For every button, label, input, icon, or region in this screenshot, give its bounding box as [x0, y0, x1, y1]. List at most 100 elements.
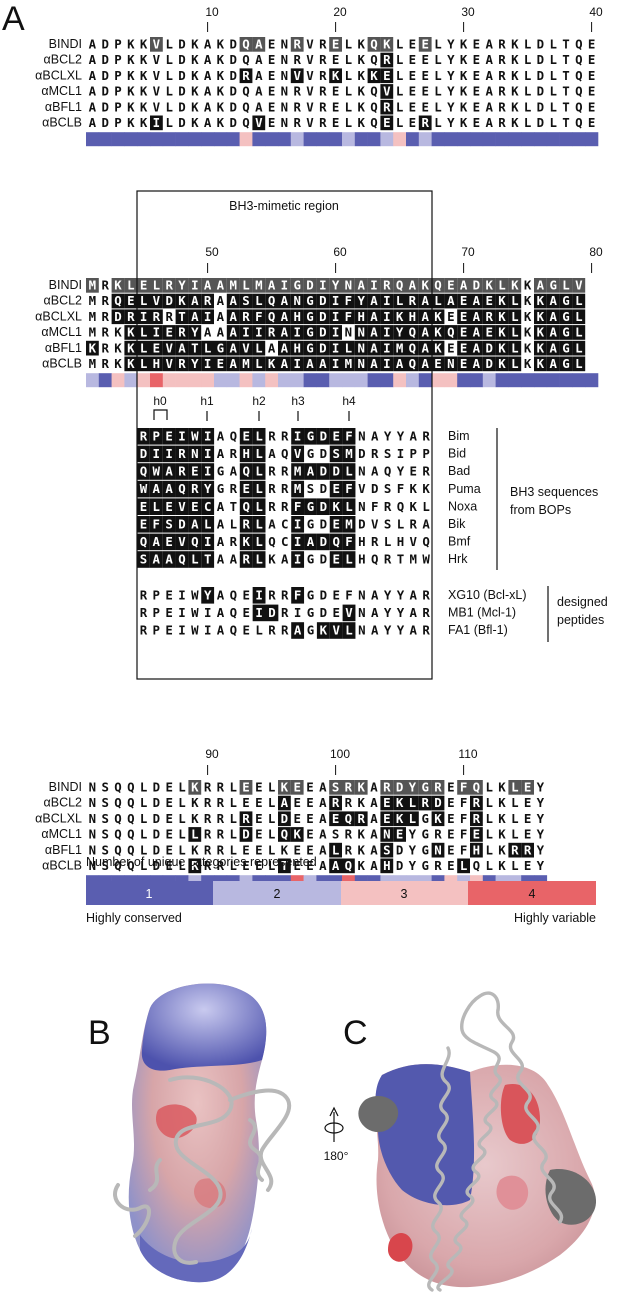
- residue-highlight: [367, 278, 381, 293]
- residue-highlight: [393, 827, 406, 842]
- conservation-cell: [278, 132, 292, 147]
- residue: N: [358, 464, 365, 479]
- residue: N: [357, 356, 364, 371]
- residue: R: [178, 446, 186, 461]
- residue: K: [421, 278, 429, 293]
- residue-highlight: [149, 428, 163, 445]
- residue: Q: [422, 534, 429, 549]
- residue: R: [101, 356, 109, 371]
- residue: L: [511, 309, 518, 324]
- residue-highlight: [137, 428, 150, 445]
- residue: E: [447, 278, 454, 293]
- residue: E: [306, 811, 313, 826]
- residue-highlight: [431, 309, 445, 325]
- residue: E: [306, 795, 313, 810]
- residue: K: [191, 115, 199, 130]
- conservation-cell: [150, 373, 164, 388]
- residue: F: [460, 795, 467, 810]
- residue: E: [460, 340, 467, 355]
- residue: R: [473, 795, 481, 810]
- residue: I: [204, 605, 211, 620]
- residue: R: [178, 464, 186, 479]
- residue: K: [357, 99, 365, 114]
- residue-highlight: [406, 795, 419, 811]
- residue: E: [473, 52, 480, 67]
- residue: A: [473, 293, 481, 308]
- residue: K: [498, 356, 506, 371]
- residue: A: [268, 446, 276, 461]
- residue-highlight: [214, 340, 227, 356]
- residue: H: [397, 534, 404, 549]
- residue-highlight: [149, 445, 163, 463]
- residue: E: [191, 499, 198, 514]
- residue-highlight: [188, 780, 202, 795]
- residue: G: [562, 293, 569, 308]
- residue-highlight: [329, 278, 342, 293]
- residue: H: [293, 309, 300, 324]
- residue-highlight: [111, 293, 125, 309]
- residue: M: [345, 356, 352, 371]
- residue: H: [409, 309, 416, 324]
- residue-highlight: [150, 278, 163, 293]
- residue: L: [524, 84, 531, 99]
- residue: L: [345, 340, 352, 355]
- residue: L: [396, 115, 403, 130]
- residue: D: [320, 428, 327, 443]
- residue: D: [101, 37, 108, 52]
- residue: Q: [370, 115, 377, 130]
- conservation-cell: [201, 373, 215, 388]
- residue: E: [524, 795, 531, 810]
- residue: T: [397, 552, 404, 567]
- residue: D: [320, 605, 327, 620]
- residue: R: [268, 481, 276, 496]
- conservation-cell: [316, 373, 330, 388]
- residue: N: [293, 293, 300, 308]
- residue: L: [575, 293, 582, 308]
- sequence-name: αBCLB: [42, 859, 82, 873]
- residue-highlight: [278, 827, 291, 842]
- residue: L: [524, 115, 531, 130]
- residue-highlight: [239, 551, 253, 568]
- residue: A: [485, 37, 493, 52]
- residue: Y: [396, 325, 404, 340]
- residue-highlight: [534, 325, 547, 340]
- cartoon-b: [113, 1075, 292, 1265]
- conservation-cell: [585, 132, 599, 147]
- residue-highlight: [175, 516, 189, 533]
- residue: Q: [473, 858, 480, 873]
- residue: Q: [114, 858, 121, 873]
- residue: E: [473, 37, 480, 52]
- residue: G: [421, 780, 428, 795]
- residue: F: [345, 293, 352, 308]
- residue: K: [217, 115, 225, 130]
- sequence-name: αBCL2: [44, 294, 83, 308]
- residue: L: [229, 858, 236, 873]
- residue: D: [358, 446, 365, 461]
- residue: D: [242, 827, 249, 842]
- residue: K: [127, 325, 135, 340]
- residue: L: [255, 446, 262, 461]
- residue: N: [358, 587, 365, 602]
- residue-highlight: [342, 780, 355, 795]
- residue: Q: [409, 356, 416, 371]
- residue: I: [140, 309, 147, 324]
- residue: A: [204, 84, 212, 99]
- residue: I: [204, 446, 211, 461]
- residue: A: [281, 552, 289, 567]
- residue: K: [127, 115, 135, 130]
- residue: E: [165, 811, 172, 826]
- residue: A: [319, 842, 327, 857]
- residue: L: [229, 811, 236, 826]
- hotspot-label: h3: [291, 394, 305, 408]
- residue: L: [255, 499, 262, 514]
- residue: E: [268, 37, 275, 52]
- residue: E: [409, 37, 416, 52]
- residue-highlight: [265, 604, 279, 622]
- conservation-cell: [559, 373, 573, 388]
- residue-highlight: [380, 340, 394, 356]
- residue: L: [511, 811, 518, 826]
- residue: R: [422, 428, 430, 443]
- residue: K: [140, 52, 148, 67]
- residue: D: [101, 99, 108, 114]
- panel-label-b: B: [88, 1014, 111, 1052]
